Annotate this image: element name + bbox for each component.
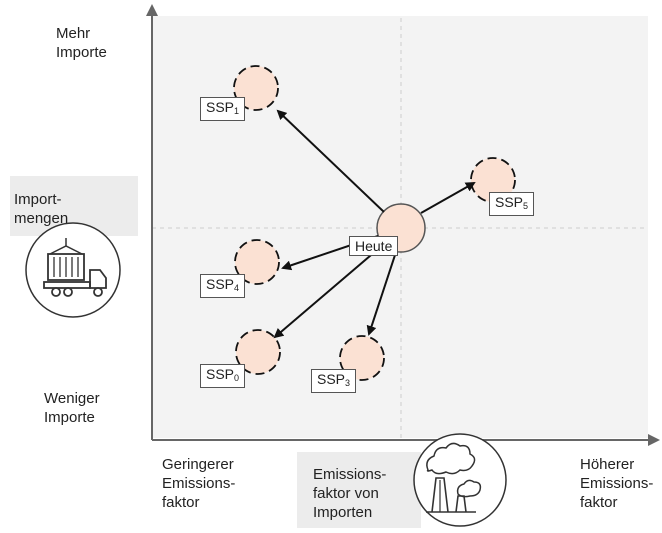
container-truck-icon [25,222,121,318]
ssp4-label: SSP4 [200,274,246,298]
arrow-to-ssp5 [420,182,476,214]
ssp5-label: SSP5 [489,192,535,216]
ssp4-circle [234,239,280,285]
y-axis-title: Import-mengen [14,191,69,227]
ssp0-circle [235,329,281,375]
y-axis-arrowhead [146,4,158,16]
factory-emissions-icon [413,433,507,527]
arrow-to-ssp0 [273,243,385,339]
x-axis-arrowhead [648,434,660,446]
arrow-to-ssp3 [366,251,397,336]
ssp3-label: SSP3 [311,369,357,393]
ssp1-label: SSP1 [200,97,246,121]
arrow-to-ssp1 [276,109,385,213]
ssp0-label: SSP0 [200,364,246,388]
x-axis-title-box [297,452,421,528]
heute-label: Heute [349,236,399,256]
